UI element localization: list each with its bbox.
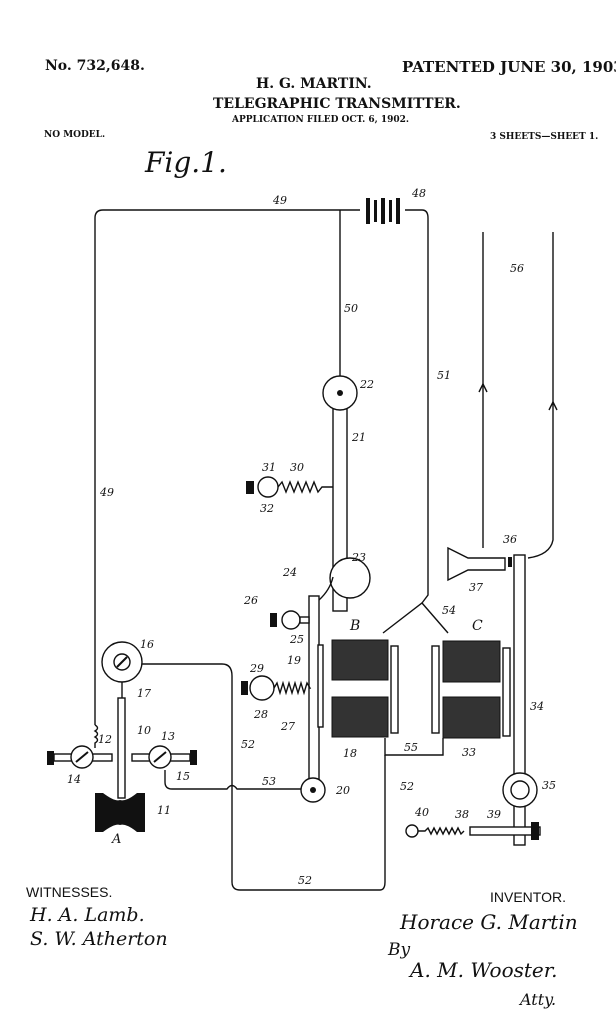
label-56: 56 — [510, 262, 524, 275]
label-10: 10 — [137, 724, 151, 737]
spring-27 — [273, 680, 312, 696]
label-27: 27 — [280, 720, 295, 733]
label-53: 53 — [262, 775, 276, 788]
screw-25 — [299, 616, 310, 624]
screw-head-13 — [190, 750, 197, 765]
wire-51 — [405, 209, 429, 604]
label-39: 39 — [487, 808, 501, 821]
pendulum-rod-10 — [117, 697, 126, 799]
armature-19 — [317, 644, 324, 728]
screw-29 — [249, 675, 275, 701]
label-33: 33 — [462, 746, 476, 759]
battery-48 — [366, 198, 400, 224]
screw-head-12 — [47, 751, 54, 765]
wire-56-arrow-left — [478, 382, 558, 411]
label-50: 50 — [344, 302, 358, 315]
label-16: 16 — [140, 638, 154, 651]
label-52: 52 — [241, 738, 255, 751]
label-b: B — [349, 618, 360, 634]
label-52-right: 52 — [400, 780, 414, 793]
electromagnet-c — [431, 640, 501, 739]
wire-49 — [94, 209, 360, 725]
label-29: 29 — [249, 662, 264, 675]
reference-labels: 49 48 50 51 56 22 21 31 30 32 49 23 24 2… — [67, 187, 556, 887]
contact-24 — [318, 576, 334, 601]
label-28: 28 — [253, 708, 268, 721]
label-11: 11 — [157, 804, 171, 817]
label-19: 19 — [287, 654, 301, 667]
label-14: 14 — [67, 773, 81, 786]
label-40: 40 — [414, 806, 429, 819]
label-35: 35 — [542, 779, 556, 792]
label-55: 55 — [404, 741, 418, 754]
patent-number: No. 732,648. — [45, 58, 145, 74]
inventor-signature: Horace G. Martin — [400, 910, 578, 934]
spring-38 — [418, 826, 465, 836]
label-20: 20 — [335, 784, 350, 797]
label-25: 25 — [289, 633, 304, 646]
wire-56-right — [527, 232, 554, 559]
label-36: 36 — [503, 533, 517, 546]
label-30: 30 — [290, 461, 304, 474]
label-21: 21 — [351, 431, 366, 444]
label-34: 34 — [530, 700, 544, 713]
wire-49-coil — [93, 724, 99, 748]
application-filed: APPLICATION FILED OCT. 6, 1902. — [232, 115, 410, 125]
by-label: By — [388, 940, 411, 960]
post-40 — [405, 824, 419, 838]
wire-53 — [164, 770, 301, 790]
label-18: 18 — [343, 747, 357, 760]
label-32: 32 — [260, 502, 274, 515]
label-26: 26 — [243, 594, 258, 607]
witnesses-label: WITNESSES. — [26, 884, 113, 900]
sheets-count: 3 SHEETS—SHEET 1. — [490, 132, 599, 142]
witness-signature-2: S. W. Atherton — [30, 928, 168, 950]
contact-36 — [508, 557, 512, 567]
screw-head-26 — [270, 613, 277, 627]
label-23: 23 — [351, 551, 366, 564]
patented-date: PATENTED JUNE 30, 1903. — [402, 58, 616, 76]
pendulum-weight-11 — [95, 793, 145, 832]
inventor-label: INVENTOR. — [490, 889, 566, 905]
spring-30 — [277, 480, 333, 494]
screw-head-29 — [241, 681, 248, 695]
label-13: 13 — [161, 730, 175, 743]
wire-55 — [384, 738, 444, 756]
label-49-left: 49 — [99, 486, 114, 499]
wire-54 — [382, 602, 449, 634]
lever-34 — [513, 554, 526, 846]
label-54: 54 — [442, 604, 456, 617]
armature-34 — [502, 647, 511, 737]
wire-52 — [140, 663, 386, 891]
label-48: 48 — [411, 187, 426, 200]
label-a: A — [111, 832, 121, 847]
witness-signature-1: H. A. Lamb. — [30, 904, 145, 926]
model-note: NO MODEL. — [44, 130, 106, 140]
label-52-bottom: 52 — [298, 874, 312, 887]
figure-title: Fig.1. — [144, 146, 227, 179]
label-c: C — [472, 618, 483, 634]
screw-26 — [281, 610, 301, 630]
screw-39 — [469, 826, 541, 836]
label-22: 22 — [359, 378, 374, 391]
label-37: 37 — [469, 581, 483, 594]
sounder-37 — [447, 546, 506, 582]
attorney-signature: A. M. Wooster. — [410, 958, 558, 982]
patent-title: TELEGRAPHIC TRANSMITTER. — [213, 96, 461, 112]
electromagnet-b — [331, 639, 399, 738]
weight-23 — [329, 557, 371, 599]
label-17: 17 — [137, 687, 151, 700]
label-31: 31 — [262, 461, 276, 474]
attorney-suffix: Atty. — [520, 990, 557, 1009]
inventor-name: H. G. MARTIN. — [256, 76, 372, 92]
screw-head-32 — [246, 481, 254, 494]
label-51: 51 — [437, 369, 451, 382]
label-49: 49 — [272, 194, 287, 207]
screw-32 — [257, 476, 279, 498]
label-38: 38 — [455, 808, 469, 821]
label-15: 15 — [176, 770, 190, 783]
label-24: 24 — [282, 566, 297, 579]
label-12: 12 — [98, 733, 112, 746]
